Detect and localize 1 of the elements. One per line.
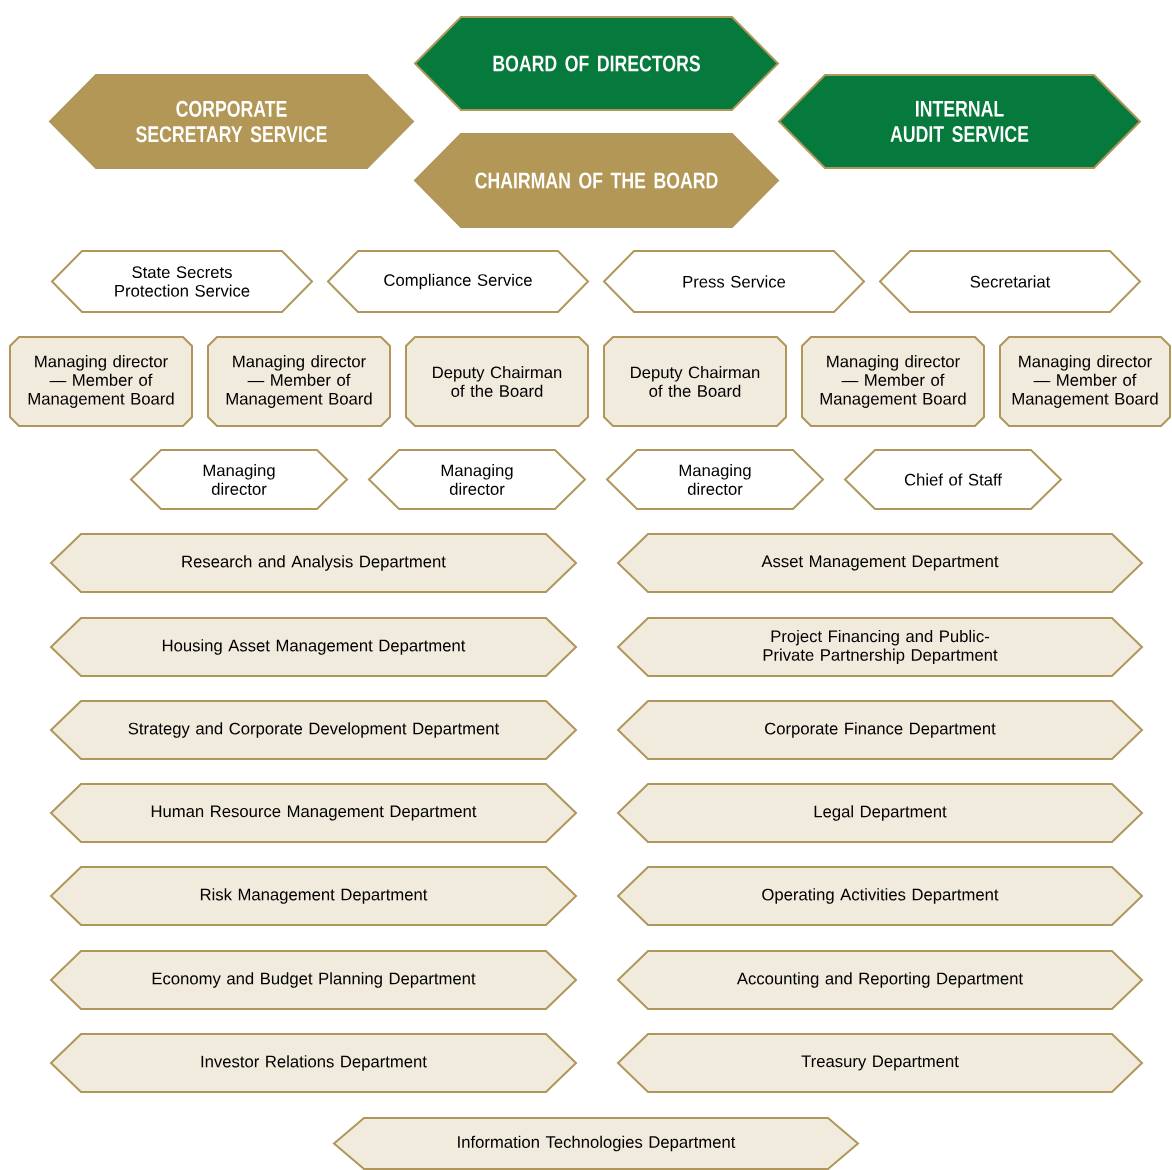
octagon-box: Managing director — Member of Management Board: [999, 336, 1171, 427]
